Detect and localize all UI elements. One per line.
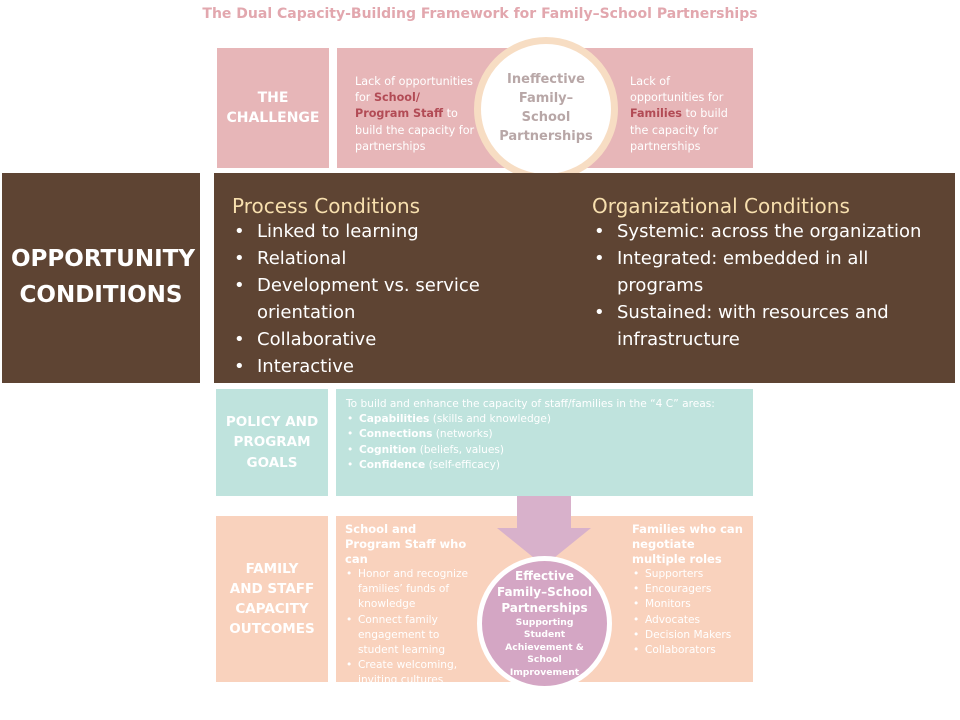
challenge-staff-highlight: School/ Program Staff xyxy=(355,91,444,121)
list-item: Monitors xyxy=(632,597,747,612)
list-item: Systemic: across the organization xyxy=(592,218,942,245)
list-item: Linked to learning xyxy=(232,218,582,245)
family-outcomes-heading: Families who can negotiate multiple role… xyxy=(632,522,743,566)
list-item: Confidence (self-efficacy) xyxy=(346,458,746,473)
organizational-conditions-list: Systemic: across the organization Integr… xyxy=(592,218,942,353)
capacity-outcomes-label: FAMILY AND STAFF CAPACITY OUTCOMES xyxy=(216,516,328,682)
list-item: Development vs. service orientation xyxy=(232,272,582,326)
list-item: Relational xyxy=(232,245,582,272)
organizational-conditions: Organizational Conditions Systemic: acro… xyxy=(592,194,942,353)
staff-outcomes-list: Honor and recognize families’ funds of k… xyxy=(345,567,475,689)
family-outcomes-list: Supporters Encouragers Monitors Advocate… xyxy=(632,567,747,658)
four-c-list: Capabilities (skills and knowledge) Conn… xyxy=(346,412,746,473)
staff-outcomes-heading: School and Program Staff who can xyxy=(345,522,467,566)
challenge-label: THE CHALLENGE xyxy=(217,48,329,168)
list-item: Connect family engagement to student lea… xyxy=(345,613,475,659)
staff-outcomes: School and Program Staff who can Honor a… xyxy=(345,522,475,689)
list-item: Cognition (beliefs, values) xyxy=(346,443,746,458)
list-item: Interactive xyxy=(232,353,582,380)
list-item: Decision Makers xyxy=(632,628,747,643)
list-item: Create welcoming, inviting cultures xyxy=(345,658,475,688)
process-conditions: Process Conditions Linked to learning Re… xyxy=(232,194,582,380)
list-item: Integrated: embedded in all programs xyxy=(592,245,887,299)
family-outcomes: Families who can negotiate multiple role… xyxy=(632,522,747,658)
list-item: Honor and recognize families’ funds of k… xyxy=(345,567,475,613)
list-item: Collaborative xyxy=(232,326,582,353)
policy-goals-label: POLICY AND PROGRAM GOALS xyxy=(216,389,328,496)
list-item: Collaborators xyxy=(632,643,747,658)
ineffective-partnerships-circle: Ineffective Family–School Partnerships xyxy=(474,37,618,181)
policy-goals-intro: To build and enhance the capacity of sta… xyxy=(346,398,715,410)
effective-partnerships-circle: Effective Family–School Partnerships Sup… xyxy=(477,556,612,691)
effective-partnerships-text: Effective Family–School Partnerships xyxy=(496,568,593,615)
organizational-conditions-heading: Organizational Conditions xyxy=(592,194,850,218)
effective-partnerships-subtext: Supporting Student Achievement & School … xyxy=(505,616,584,678)
process-conditions-heading: Process Conditions xyxy=(232,194,421,218)
process-conditions-list: Linked to learning Relational Developmen… xyxy=(232,218,582,380)
ineffective-partnerships-text: Ineffective Family–School Partnerships xyxy=(499,72,593,144)
list-item: Advocates xyxy=(632,613,747,628)
list-item: Capabilities (skills and knowledge) xyxy=(346,412,746,427)
opportunity-label: OPPORTUNITY CONDITIONS xyxy=(2,173,200,383)
list-item: Supporters xyxy=(632,567,747,582)
challenge-families-text: Lack of opportunities for Families to bu… xyxy=(630,75,728,153)
list-item: Encouragers xyxy=(632,582,747,597)
challenge-families-highlight: Families xyxy=(630,107,682,121)
list-item: Connections (networks) xyxy=(346,427,746,442)
list-item: Sustained: with resources and infrastruc… xyxy=(592,299,917,353)
framework-title: The Dual Capacity-Building Framework for… xyxy=(202,6,758,22)
challenge-staff-text: Lack of opportunities for School/ Progra… xyxy=(355,75,475,153)
policy-goals-text: To build and enhance the capacity of sta… xyxy=(346,397,746,473)
down-arrow-shaft xyxy=(517,496,571,530)
